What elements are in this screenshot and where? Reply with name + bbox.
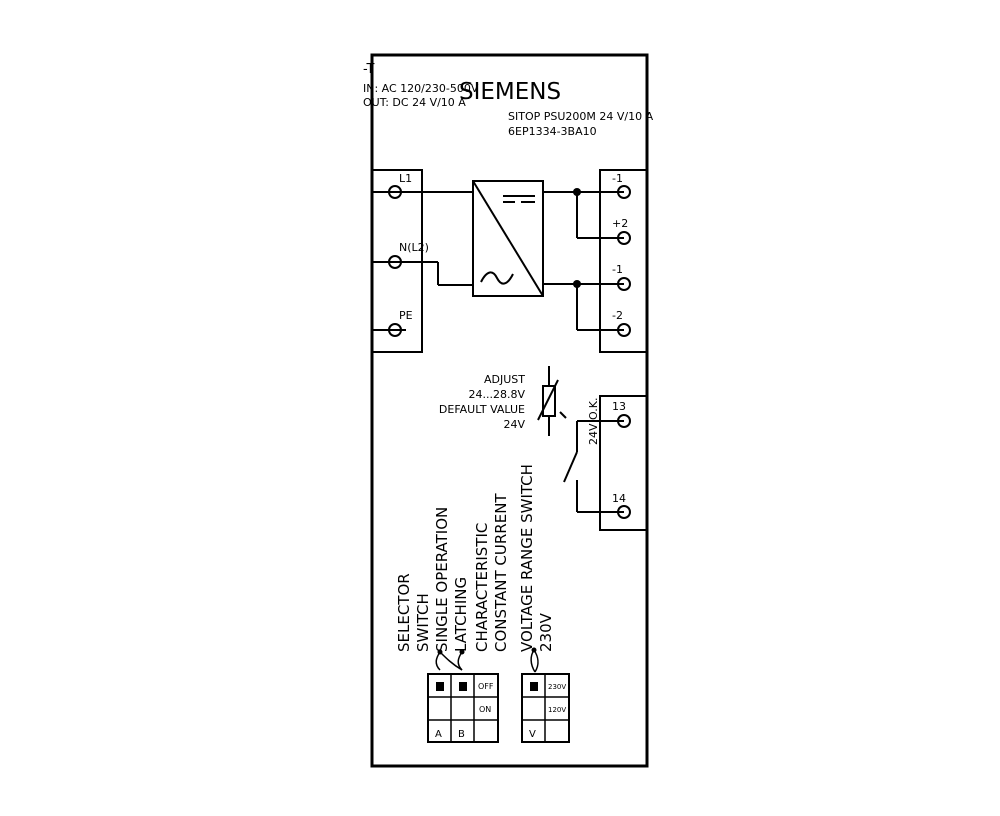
output-terminal-3-label: -1 xyxy=(612,263,623,276)
output-wiring xyxy=(543,188,624,331)
relay-terminal-block xyxy=(563,395,648,531)
device-designator: -T xyxy=(363,62,374,77)
potentiometer-icon xyxy=(537,366,567,436)
adjust-label: ADJUST xyxy=(484,373,525,386)
voltage-col-v-label: V xyxy=(529,729,536,740)
terminal-l1-label: L1 xyxy=(399,172,412,185)
default-value-label: DEFAULT VALUE xyxy=(439,403,525,416)
input-spec: IN: AC 120/230-500V xyxy=(363,82,479,95)
terminal-n-label: N(L2) xyxy=(399,241,429,254)
switch-label: SWITCH xyxy=(414,593,432,652)
part-number: 6EP1334-3BA10 xyxy=(508,125,597,138)
voltage-switch-block xyxy=(521,673,570,743)
dip-off-label: OFF xyxy=(478,682,494,691)
adjust-range-label: 24...28.8V xyxy=(468,388,525,401)
ac-dc-converter-symbol xyxy=(472,180,544,297)
output-terminal-1-label: -1 xyxy=(612,172,623,185)
characteristic-label: CHARACTERISTIC xyxy=(473,523,491,652)
dip-on-label: ON xyxy=(479,705,491,714)
terminal-pe-label: PE xyxy=(399,309,413,322)
output-spec: OUT: DC 24 V/10 A xyxy=(363,96,466,109)
relay-terminal-13-label: 13 xyxy=(612,400,626,413)
output-terminal-4-label: -2 xyxy=(612,309,623,322)
voltage-value-label: 230V xyxy=(537,612,555,652)
dip-col-b-label: B xyxy=(458,729,465,740)
relay-label: 24V O.K. xyxy=(587,398,600,445)
relay-terminal-14-label: 14 xyxy=(612,492,626,505)
latching-label: LATCHING xyxy=(452,577,470,652)
voltage-range-switch-label: VOLTAGE RANGE SWITCH xyxy=(518,464,536,652)
switch-leader-lines xyxy=(435,647,539,673)
input-terminal-block xyxy=(371,169,473,353)
dip-switch-block xyxy=(427,673,499,743)
constant-current-label: CONSTANT CURRENT xyxy=(492,493,510,652)
model-name: SITOP PSU200M 24 V/10 A xyxy=(508,110,654,123)
output-terminal-block xyxy=(599,169,648,353)
voltage-120-label: 120V xyxy=(548,706,566,714)
default-value: 24V xyxy=(503,418,525,431)
voltage-230-label: 230V xyxy=(548,683,566,691)
dip-col-a-label: A xyxy=(435,729,442,740)
brand-logo-text: SIEMENS xyxy=(459,79,561,105)
single-operation-label: SINGLE OPERATION xyxy=(433,507,451,652)
selector-label: SELECTOR xyxy=(395,573,413,652)
output-terminal-2-label: +2 xyxy=(612,217,628,230)
